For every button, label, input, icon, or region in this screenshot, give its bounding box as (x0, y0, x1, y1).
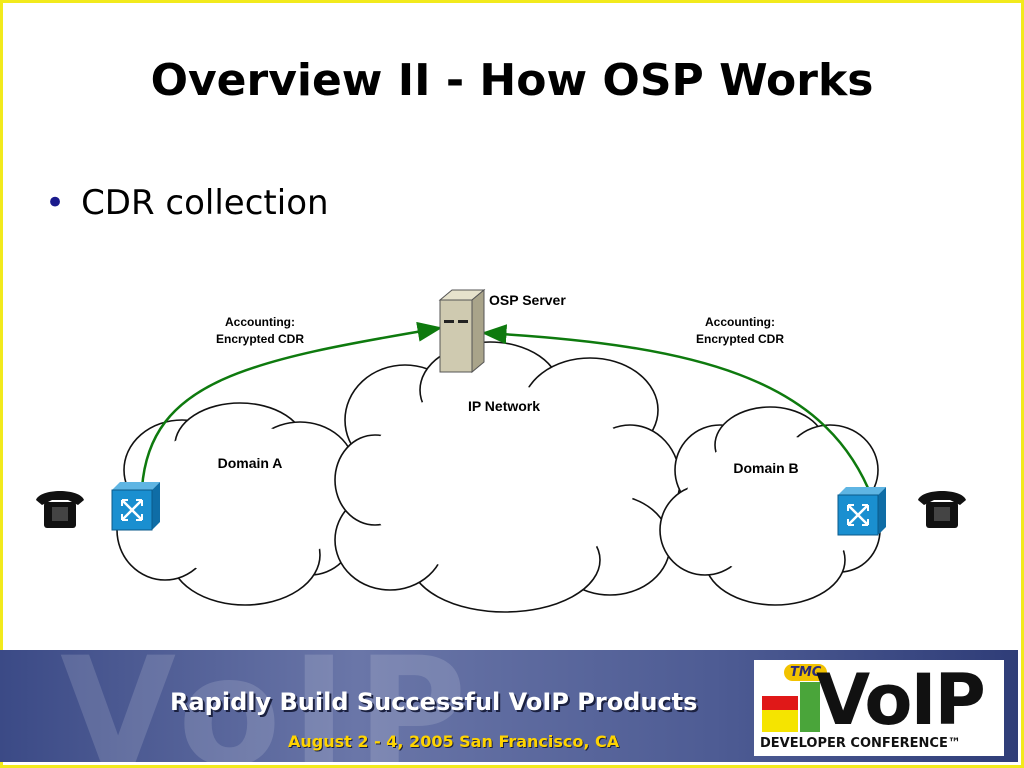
accounting-right-line1: Accounting: (705, 315, 775, 329)
ip-network-label: IP Network (468, 398, 540, 414)
accounting-left-line2: Encrypted CDR (216, 332, 304, 346)
router-domain-b-icon (837, 487, 886, 536)
logo-red-block (762, 696, 798, 710)
logo-green-block (800, 682, 820, 732)
osp-server-icon (438, 288, 486, 374)
bullet-item: • CDR collection (45, 183, 329, 223)
conference-banner: VoIP Rapidly Build Successful VoIP Produ… (0, 650, 1018, 762)
slide-title: Overview II - How OSP Works (150, 55, 874, 106)
bullet-text: CDR collection (81, 183, 329, 223)
accounting-arrow-left (140, 321, 443, 489)
telephone-left-icon (36, 491, 84, 528)
accounting-arrow-right (481, 324, 870, 489)
accounting-right-line2: Encrypted CDR (696, 332, 784, 346)
logo-yellow-block (762, 710, 798, 732)
banner-dates: August 2 - 4, 2005 San Francisco, CA (288, 732, 620, 751)
logo-subtitle: DEVELOPER CONFERENCE™ (760, 736, 961, 751)
logo-tmc-badge: TMC (784, 664, 828, 681)
logo-voip-text: VoIP (816, 659, 986, 741)
banner-ghost-text: VoIP (60, 650, 477, 762)
cloud-ip-network (334, 341, 681, 613)
osp-server-label: OSP Server (489, 292, 566, 308)
domain-b-label: Domain B (733, 460, 798, 476)
router-domain-a-icon (111, 482, 160, 531)
voip-conference-logo: TMC VoIP DEVELOPER CONFERENCE™ (754, 660, 1004, 756)
accounting-left-line1: Accounting: (225, 315, 295, 329)
telephone-right-icon (918, 491, 966, 528)
bullet-dot: • (45, 183, 66, 223)
domain-a-label: Domain A (218, 455, 283, 471)
banner-headline: Rapidly Build Successful VoIP Products (170, 688, 698, 716)
